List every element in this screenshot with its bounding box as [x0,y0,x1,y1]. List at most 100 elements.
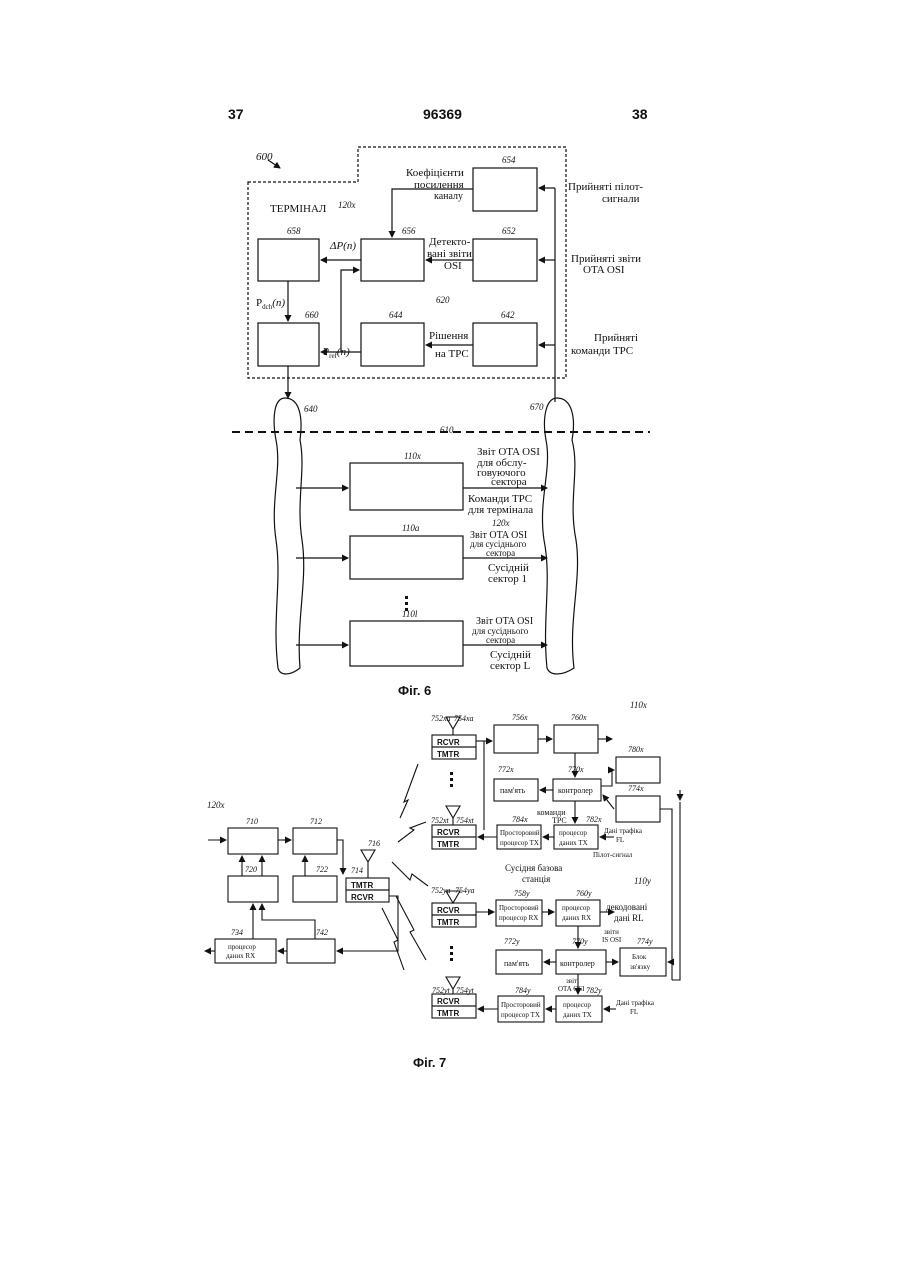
ref-760y: 760y [576,889,592,898]
cloud-640 [274,398,304,674]
ref-600: 600 [256,151,273,163]
ref-734: 734 [231,928,243,937]
p-dch-label: Pdch(n) [256,297,285,311]
ref-652: 652 [502,226,516,236]
ref-758y: 758y [514,889,530,898]
block-642 [473,323,537,366]
pilot-label: Пілот-сигнал [593,851,633,859]
ref-784x: 784x [512,815,528,824]
link-block-line1: Блок [632,953,647,961]
memory-y-label: пам'ять [504,959,530,968]
rx-tpc-line2: команди TPC [571,345,633,357]
delta-p-label: ΔP(n) [329,240,356,252]
decoded-rl-line2: дані RL [614,913,644,923]
spatial-tx-y-line1: Просторовий [501,1001,541,1009]
neighbor-bs-line2: станція [522,874,550,884]
wireless-link-4 [396,896,426,960]
block-658 [258,239,319,281]
ref-754ya: 754ya [455,886,475,895]
ref-722: 722 [316,865,328,874]
wireless-link-1 [400,764,418,818]
ref-742: 742 [316,928,328,937]
terminal-tmtr-label: TMTR [351,881,373,890]
fl-traffic-x-line1: Дані трафіка [604,827,643,835]
ref-620: 620 [436,295,450,305]
ref-752xa: 752xa [431,714,451,723]
block-110x [350,463,463,510]
block-774x [616,796,660,822]
ref-772x: 772x [498,765,514,774]
cloud-670 [542,398,577,674]
controller-x-label: контролер [558,786,593,795]
terminal-rcvr-label: RCVR [351,893,374,902]
p-ref-label: Pref(n) [323,346,350,360]
fl-traffic-y-line1: Дані трафіка [616,999,655,1007]
ref-716: 716 [368,839,380,848]
ref-120x-7: 120x [207,800,225,810]
block-660 [258,323,319,366]
ref-640: 640 [304,404,318,414]
ref-610: 610 [440,425,454,435]
ref-660: 660 [305,310,319,320]
tx-proc-y-line1: процесор [563,1001,591,1009]
block-760x [554,725,598,753]
rcvr-xt-label: RCVR [437,828,460,837]
terminal-outline [248,147,566,378]
rx-pilot-line2: сигнали [602,193,640,205]
ref-670: 670 [530,402,544,412]
ref-110y: 110y [634,876,651,886]
block-720 [228,876,278,902]
ref-754yt: 754yt [456,986,475,995]
block-654 [473,168,537,211]
block-110a [350,536,463,579]
rx-pilot-line1: Прийняті пілот- [568,181,643,193]
tmtr-ya-label: TMTR [437,918,459,927]
fl-traffic-y-line2: FL [630,1008,638,1016]
ref-120x-b: 120x [492,518,510,528]
tpc-cmds-line2: для термінала [468,504,533,516]
wireless-link-5 [382,908,404,970]
ref-774x: 774x [628,784,644,793]
block-742 [287,939,335,963]
spatial-rx-line1: Просторовий [499,904,539,912]
rcvr-ya-label: RCVR [437,906,460,915]
ref-658: 658 [287,226,301,236]
ref-110l: 110l [402,609,418,619]
memory-x-label: пам'ять [500,786,526,795]
detected-line2: вані звіти [427,248,472,260]
figure-6-labels: 600 ТЕРМІНАЛ 120x 654 656 652 658 660 64… [256,151,643,672]
ref-642: 642 [501,310,515,320]
link-block-line2: зв'язку [630,963,651,971]
tmtr-yt-label: TMTR [437,1009,459,1018]
gains-line1: Коефіцієнти [406,167,464,179]
ref-710: 710 [246,817,258,826]
spatial-tx-x-line1: Просторовий [500,829,540,837]
ref-754xa: 754xa [454,714,474,723]
block-710 [228,828,278,854]
block-652 [473,239,537,281]
neighbor-osi-l-line3: сектора [486,635,515,645]
figure-7-caption: Фіг. 7 [413,1055,446,1070]
ref-752ya: 752ya [431,886,451,895]
ref-754xt: 754xt [456,816,475,825]
ref-774y: 774y [637,937,653,946]
controller-y-label: контролер [560,959,595,968]
ref-644: 644 [389,310,403,320]
neighbor-1-line2: сектор 1 [488,573,527,585]
spatial-rx-line2: процесор RX [499,914,538,922]
ref-714: 714 [351,866,363,875]
ota-osi-line2: OTA OSI [558,985,585,993]
terminal-label: ТЕРМІНАЛ [270,203,327,215]
gains-line3: каналу [434,191,463,202]
spatial-tx-x-line2: процесор TX [500,839,539,847]
wireless-link-3 [392,862,428,886]
detected-line1: Детекто- [429,236,471,248]
decoded-rl-line1: декодовані [606,902,648,912]
block-644 [361,323,424,366]
tx-proc-x-line2: даних TX [559,839,588,847]
ref-760x: 760x [571,713,587,722]
tpc-cmds-x-line2: TPC [552,816,567,825]
block-110l [350,621,463,666]
block-656 [361,239,424,281]
ref-770y: 770y [572,937,588,946]
